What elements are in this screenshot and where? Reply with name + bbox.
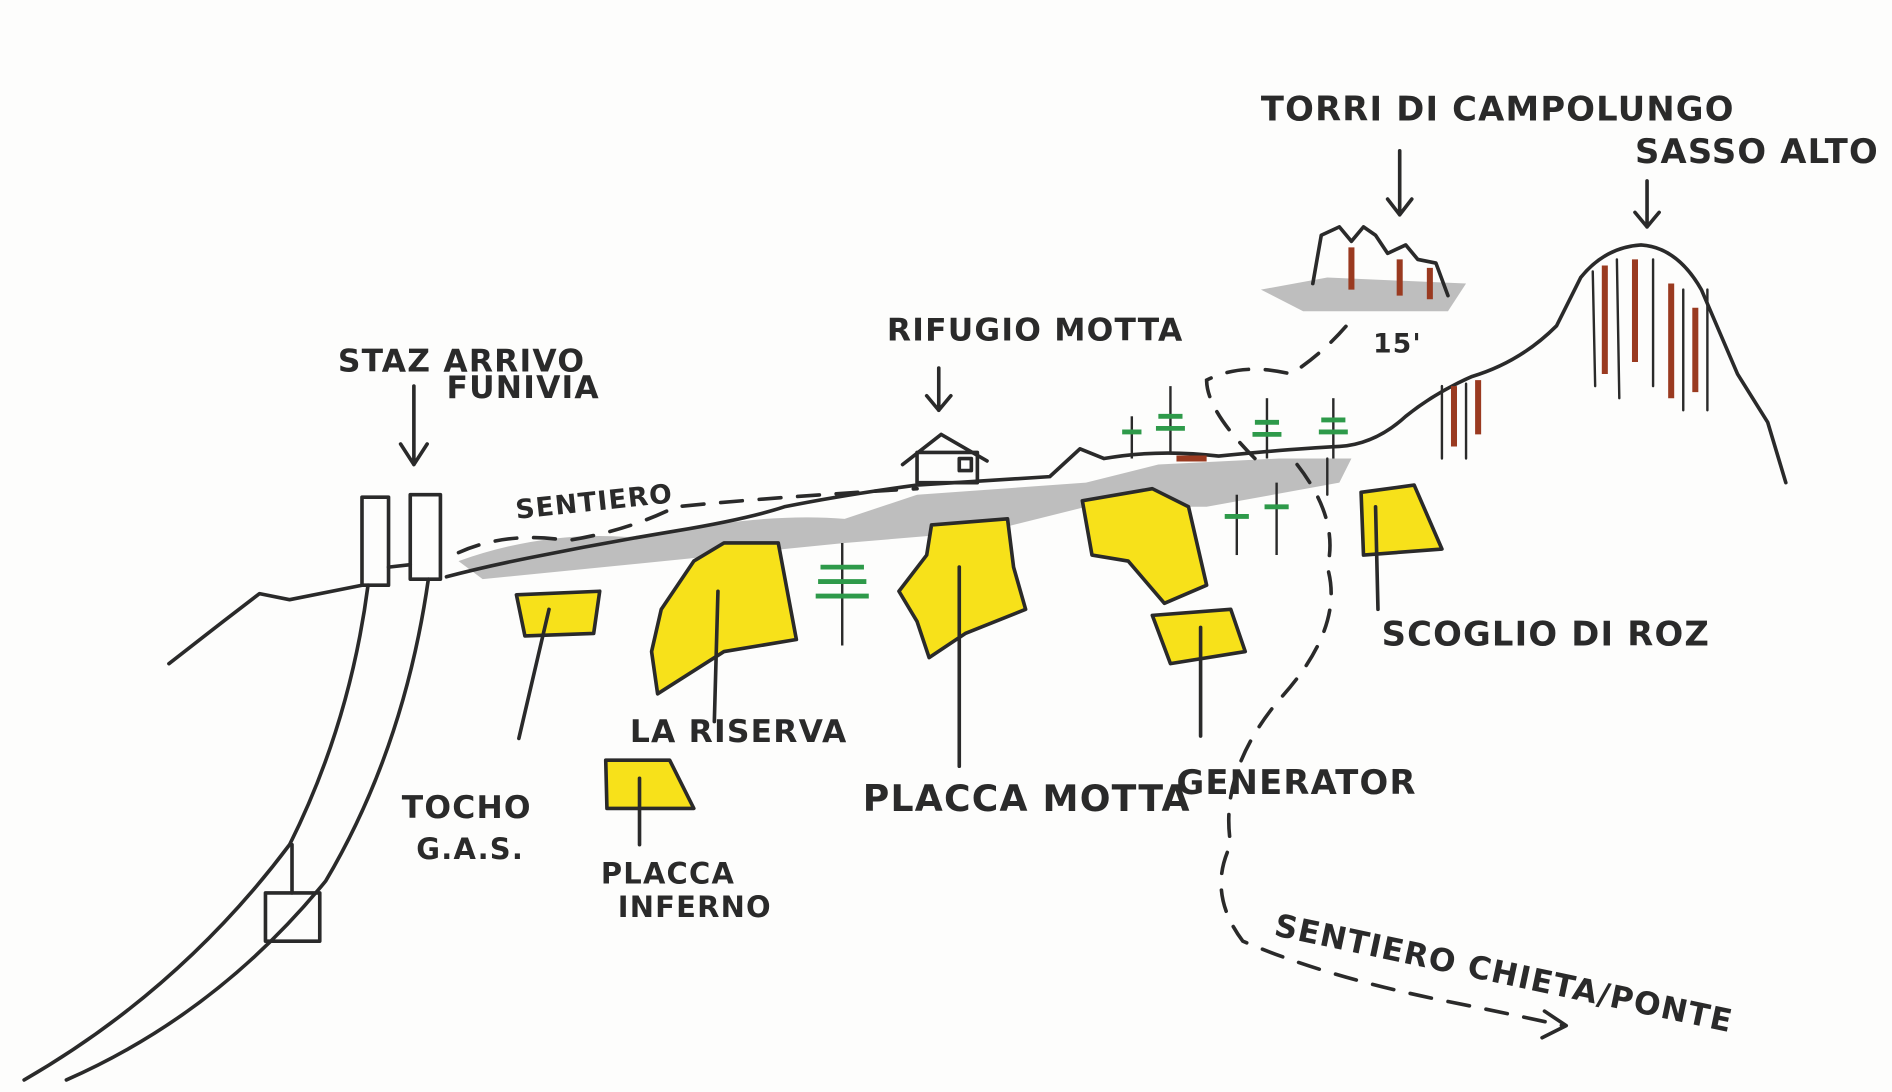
label-staz-arrivo: STAZ ARRIVO [338,344,585,380]
rock-lines [1326,258,1709,496]
trees [815,386,1348,646]
label-generator: GENERATOR [1176,763,1416,802]
cable-line-left [22,583,370,1082]
label-gas: G.A.S. [416,832,524,866]
crag-placca-motta[interactable] [897,517,1028,660]
cable-line-right [64,577,431,1082]
label-placca: PLACCA [601,856,735,890]
crag-placca-inferno[interactable] [603,758,696,811]
crag-scoglio-di-roz[interactable] [1359,483,1444,557]
label-rifugio-motta: RIFUGIO MOTTA [887,312,1184,348]
label-placca-motta: PLACCA MOTTA [863,777,1191,820]
cable-car-station [360,492,443,588]
chieta-arrow-icon [1540,1009,1569,1040]
label-inferno: INFERNO [618,890,772,924]
label-sasso-alto: SASSO ALTO [1635,132,1879,171]
rifugio-hut-icon [900,432,989,485]
label-scoglio-di-roz: SCOGLIO DI ROZ [1382,615,1710,654]
rock-streaks [1176,247,1699,462]
label-walk-time: 15' [1373,328,1422,359]
crag-generator-upper[interactable] [1080,486,1209,606]
torri-di-campolungo-peaks [1311,225,1450,298]
sentiero-path [456,486,919,555]
label-tocco: TOCHO [402,790,532,826]
ridge-line [167,243,1788,666]
label-torri-di-campolungo: TORRI DI CAMPOLUNGO [1261,90,1735,129]
label-funivia: FUNIVIA [446,370,599,406]
leader-lines [398,149,1661,847]
cable-cabin [263,842,322,943]
torri-shadow [1260,277,1467,312]
crag-la-riserva[interactable] [649,541,799,696]
ridge-shadow [458,458,1352,580]
label-la-riserva: LA RISERVA [630,714,848,750]
path-to-torri [1204,317,1354,461]
crag-tocco-gas[interactable] [514,589,602,638]
